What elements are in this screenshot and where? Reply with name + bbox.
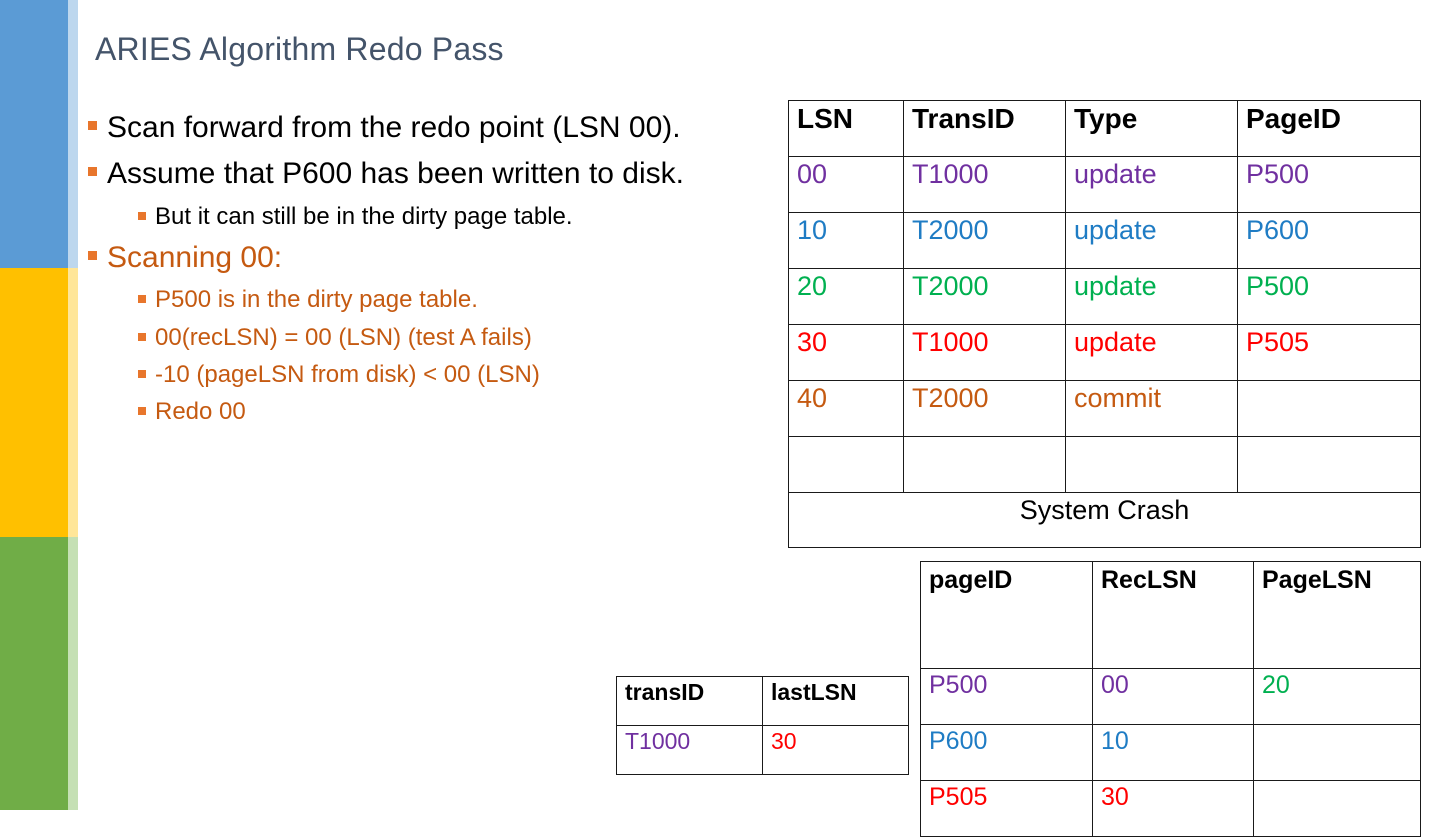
transaction-table: transID lastLSN T1000 30 xyxy=(616,676,909,775)
column-header-type: Type xyxy=(1065,100,1238,157)
square-bullet-icon xyxy=(88,251,97,261)
cell-pageid: P500 xyxy=(1237,268,1421,325)
cell-lsn: 30 xyxy=(788,324,904,381)
table-row: P505 30 xyxy=(920,780,1421,837)
bullet-list: Scan forward from the redo point (LSN 00… xyxy=(88,106,748,432)
sidebar-band-green-tint xyxy=(68,537,78,810)
column-header-recsln: RecLSN xyxy=(1092,561,1254,669)
cell-pageid: P500 xyxy=(920,668,1093,725)
square-bullet-icon xyxy=(138,295,146,304)
cell-type: update xyxy=(1065,212,1238,269)
column-header-lastlsn: lastLSN xyxy=(762,676,909,726)
table-footer-row: System Crash xyxy=(788,492,1421,548)
cell-type: update xyxy=(1065,156,1238,213)
list-item: Scanning 00: xyxy=(88,236,748,280)
list-item: P500 is in the dirty page table. xyxy=(138,282,748,317)
square-bullet-icon xyxy=(138,211,146,220)
dirty-page-table: pageID RecLSN PageLSN P500 00 20 P600 10… xyxy=(920,561,1421,837)
square-bullet-icon xyxy=(138,332,146,341)
cell-lastlsn: 30 xyxy=(762,725,909,775)
cell-transid: T2000 xyxy=(903,380,1066,437)
square-bullet-icon xyxy=(138,407,146,416)
table-row: 20 T2000 update P500 xyxy=(788,268,1421,325)
cell-transid: T1000 xyxy=(616,725,763,775)
column-header-transid: transID xyxy=(616,676,763,726)
list-item: 00(recLSN) = 00 (LSN) (test A fails) xyxy=(138,320,748,355)
column-header-pagelsn: PageLSN xyxy=(1253,561,1421,669)
column-header-lsn: LSN xyxy=(788,100,904,157)
list-item-label: 00(recLSN) = 00 (LSN) (test A fails) xyxy=(155,323,532,351)
list-item-label: Assume that P600 has been written to dis… xyxy=(107,157,684,191)
column-header-transid: TransID xyxy=(903,100,1066,157)
cell-pageid: P600 xyxy=(1237,212,1421,269)
square-bullet-icon xyxy=(88,167,97,177)
cell-pageid: P600 xyxy=(920,724,1093,781)
cell-pagelsn: 20 xyxy=(1253,668,1421,725)
cell-lsn: 10 xyxy=(788,212,904,269)
page-title: ARIES Algorithm Redo Pass xyxy=(95,31,504,67)
table-row-empty xyxy=(788,436,1421,493)
cell-recsln: 10 xyxy=(1092,724,1254,781)
list-item-label: But it can still be in the dirty page ta… xyxy=(155,202,573,230)
log-table: LSN TransID Type PageID 00 T1000 update … xyxy=(788,100,1421,548)
cell-type xyxy=(1065,436,1238,493)
sidebar-band-green xyxy=(0,537,68,810)
table-row: P600 10 xyxy=(920,724,1421,781)
table-header-row: LSN TransID Type PageID xyxy=(788,100,1421,157)
cell-type: update xyxy=(1065,324,1238,381)
table-header-row: transID lastLSN xyxy=(616,676,909,726)
table-header-row: pageID RecLSN PageLSN xyxy=(920,561,1421,669)
cell-transid: T1000 xyxy=(903,156,1066,213)
cell-transid: T1000 xyxy=(903,324,1066,381)
table-row: 40 T2000 commit xyxy=(788,380,1421,437)
cell-transid: T2000 xyxy=(903,212,1066,269)
column-header-pageid: PageID xyxy=(1237,100,1421,157)
table-row: P500 00 20 xyxy=(920,668,1421,725)
list-item-label: Scanning 00: xyxy=(107,241,283,275)
cell-type: commit xyxy=(1065,380,1238,437)
list-item-label: Redo 00 xyxy=(155,398,246,426)
cell-pageid xyxy=(1237,436,1421,493)
sidebar-band-yellow-tint xyxy=(68,268,78,537)
cell-pagelsn xyxy=(1253,724,1421,781)
list-item-label: P500 is in the dirty page table. xyxy=(155,286,478,314)
square-bullet-icon xyxy=(88,121,97,130)
list-item: Redo 00 xyxy=(138,394,748,429)
column-header-pageid: pageID xyxy=(920,561,1093,669)
decorative-sidebar xyxy=(0,0,78,810)
list-item: Scan forward from the redo point (LSN 00… xyxy=(88,106,748,150)
system-crash-label: System Crash xyxy=(788,492,1421,548)
cell-type: update xyxy=(1065,268,1238,325)
sidebar-band-blue-tint xyxy=(68,0,78,268)
cell-lsn xyxy=(788,436,904,493)
list-item-label: Scan forward from the redo point (LSN 00… xyxy=(107,111,681,144)
cell-transid xyxy=(903,436,1066,493)
table-row: T1000 30 xyxy=(616,725,909,775)
cell-pageid: P505 xyxy=(920,780,1093,837)
cell-pageid: P505 xyxy=(1237,324,1421,381)
cell-pageid xyxy=(1237,380,1421,437)
table-row: 00 T1000 update P500 xyxy=(788,156,1421,213)
cell-lsn: 20 xyxy=(788,268,904,325)
list-item: But it can still be in the dirty page ta… xyxy=(138,199,748,234)
cell-recsln: 00 xyxy=(1092,668,1254,725)
cell-pageid: P500 xyxy=(1237,156,1421,213)
square-bullet-icon xyxy=(138,369,146,378)
cell-pagelsn xyxy=(1253,780,1421,837)
cell-lsn: 00 xyxy=(788,156,904,213)
table-row: 10 T2000 update P600 xyxy=(788,212,1421,269)
list-item: Assume that P600 has been written to dis… xyxy=(88,152,748,196)
cell-transid: T2000 xyxy=(903,268,1066,325)
sidebar-band-blue xyxy=(0,0,68,268)
sidebar-band-yellow xyxy=(0,268,68,537)
table-row: 30 T1000 update P505 xyxy=(788,324,1421,381)
list-item-label: -10 (pageLSN from disk) < 00 (LSN) xyxy=(155,360,540,388)
list-item: -10 (pageLSN from disk) < 00 (LSN) xyxy=(138,357,748,392)
cell-recsln: 30 xyxy=(1092,780,1254,837)
cell-lsn: 40 xyxy=(788,380,904,437)
